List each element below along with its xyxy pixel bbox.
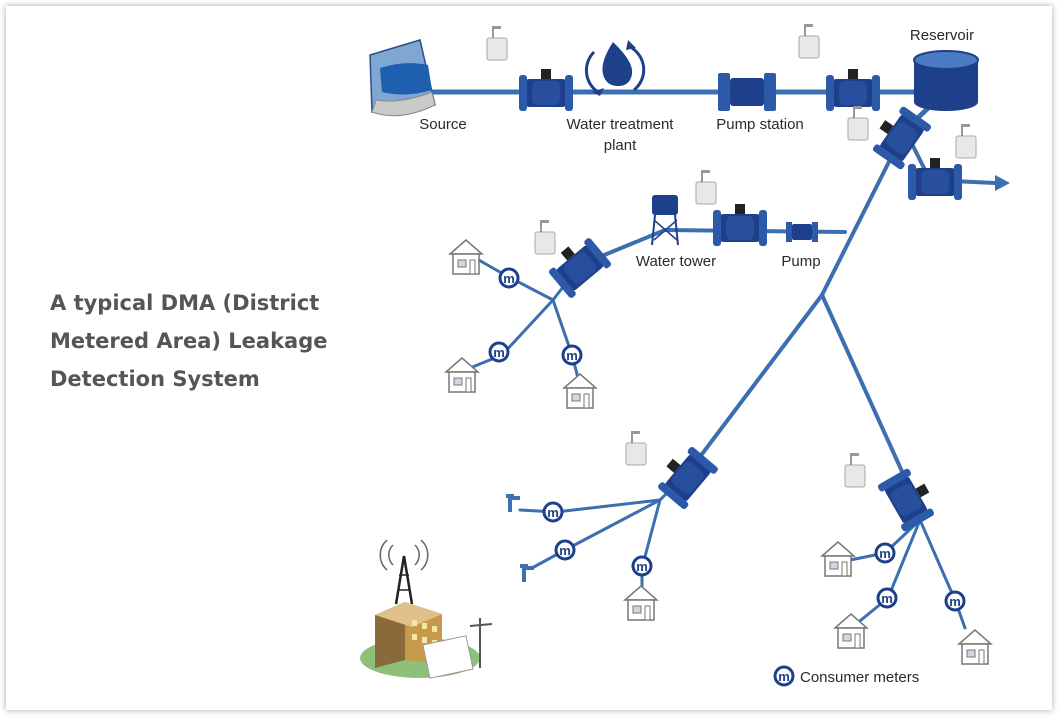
label-pump-station: Pump station — [716, 116, 804, 133]
data-logger-icon — [798, 23, 820, 59]
legend-label: Consumer meters — [800, 669, 919, 686]
office-building-icon — [360, 602, 493, 679]
consumer-meter-icon — [488, 341, 510, 363]
legend: Consumer meters — [773, 665, 919, 687]
label-pump: Pump — [781, 253, 820, 270]
legend-consumer-meter-icon — [773, 665, 795, 687]
data-logger-icon — [955, 123, 977, 159]
water-tower-icon — [651, 195, 679, 246]
pump-station-icon — [718, 73, 776, 111]
flow-meter-icon — [713, 204, 767, 246]
data-logger-icon — [534, 219, 556, 255]
data-logger-icon — [486, 25, 508, 61]
house-icon — [624, 585, 658, 621]
label-source: Source — [419, 116, 467, 133]
treatment-drop-icon — [584, 40, 646, 96]
flow-meter-icon — [519, 69, 573, 111]
data-logger-icon — [625, 430, 647, 466]
reservoir-icon — [913, 50, 979, 111]
title-line-3: Detection System — [50, 367, 260, 391]
data-logger-icon — [844, 452, 866, 488]
diagram-card — [6, 6, 1052, 710]
consumer-meter-icon — [944, 590, 966, 612]
title-line-2: Metered Area) Leakage — [50, 329, 328, 353]
dam-icon — [369, 39, 436, 117]
house-icon — [563, 373, 597, 409]
flow-meter-icon — [908, 158, 962, 200]
consumer-meter-icon — [554, 539, 576, 561]
label-treatment-line-1: Water treatment — [567, 116, 675, 133]
house-icon — [958, 629, 992, 665]
tap-icon — [518, 562, 536, 584]
data-logger-icon — [695, 169, 717, 205]
label-treatment-line-2: plant — [604, 137, 637, 154]
house-icon — [821, 541, 855, 577]
flow-meter-icon — [876, 464, 941, 533]
consumer-meter-icon — [542, 501, 564, 523]
outflow-arrow-icon — [995, 175, 1010, 191]
flow-meter-icon — [826, 69, 880, 111]
house-icon — [449, 239, 483, 275]
tap-icon — [504, 492, 522, 514]
consumer-meter-icon — [631, 555, 653, 577]
diagram-title: A typical DMA (District Metered Area) Le… — [50, 284, 380, 398]
antenna-tower-icon — [379, 539, 429, 605]
consumer-meter-icon — [498, 267, 520, 289]
label-water-tower: Water tower — [636, 253, 716, 270]
title-line-1: A typical DMA (District — [50, 291, 320, 315]
house-icon — [445, 357, 479, 393]
consumer-meter-icon — [876, 587, 898, 609]
consumer-meter-icon — [561, 344, 583, 366]
label-reservoir: Reservoir — [910, 27, 974, 44]
data-logger-icon — [847, 105, 869, 141]
flow-meter-icon — [652, 441, 720, 511]
pump-icon — [786, 222, 818, 242]
consumer-meter-icon — [874, 542, 896, 564]
